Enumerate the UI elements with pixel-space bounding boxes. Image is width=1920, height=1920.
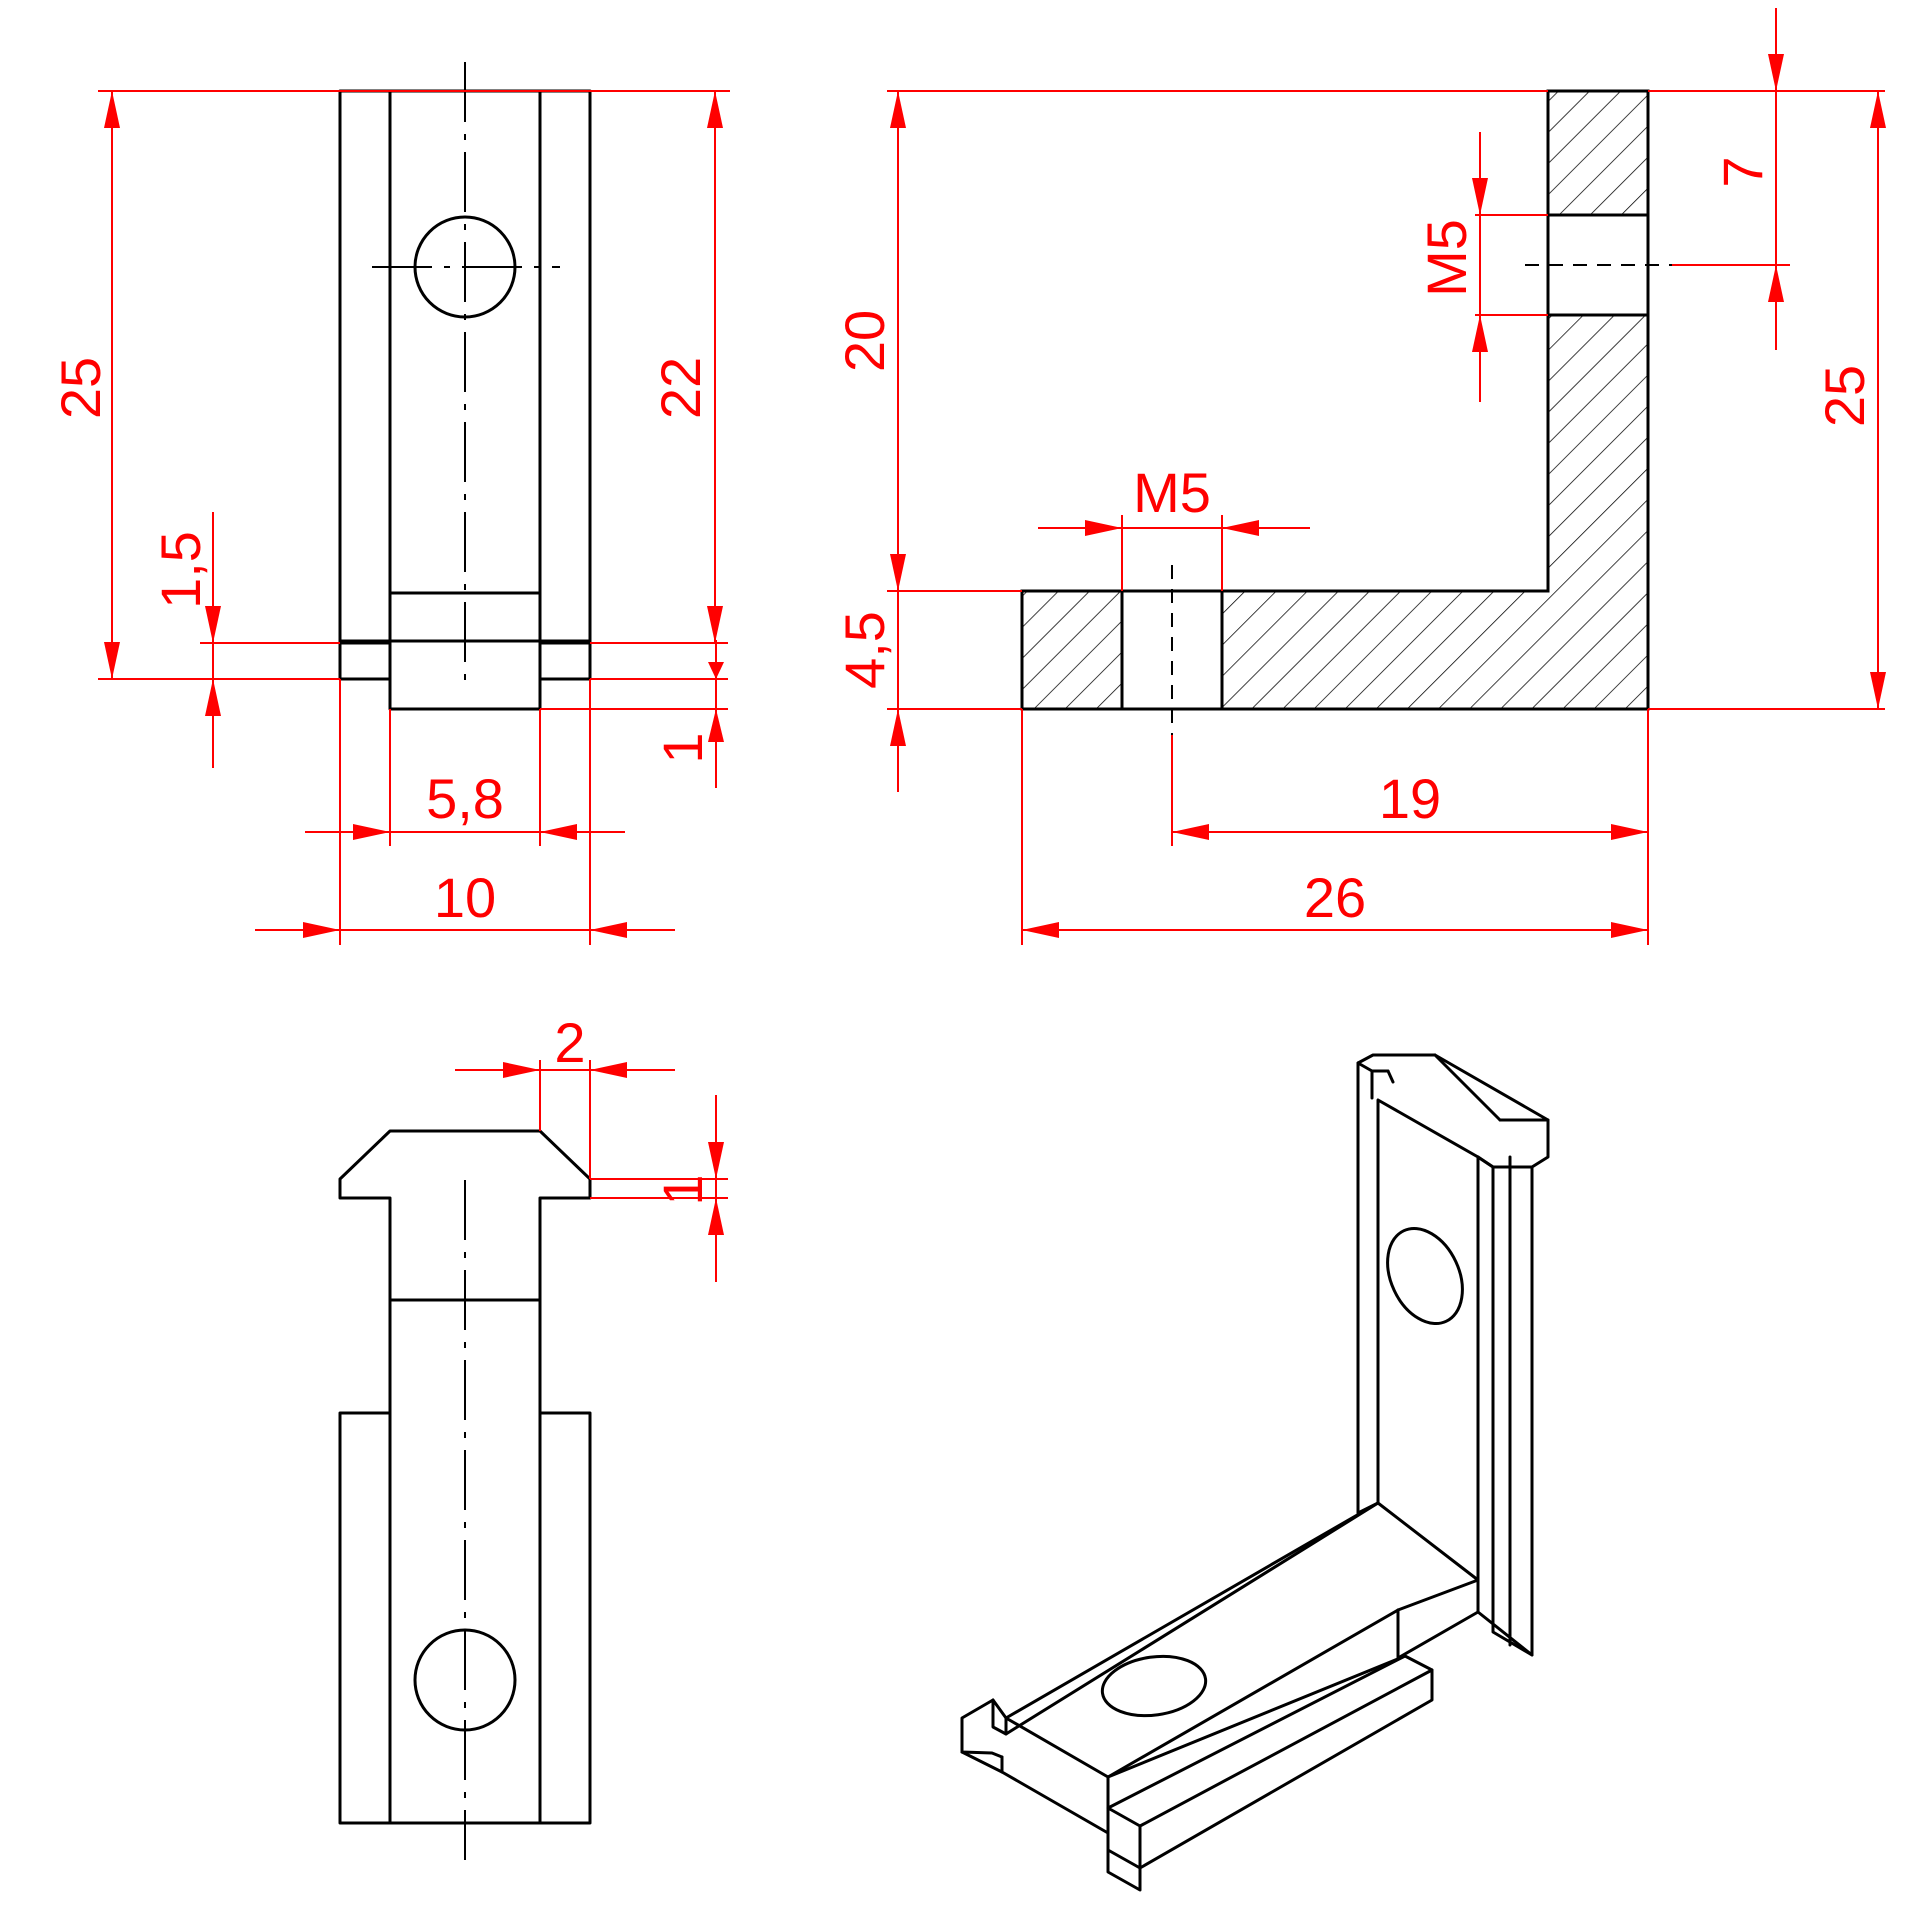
top-view: 2 1 (338, 1011, 728, 1860)
iso-horizontal-hole (1100, 1654, 1208, 1718)
dim-vertical-height: 20 (833, 310, 896, 372)
dim-height-inner: 22 (649, 357, 712, 419)
dim-total-height: 25 (1813, 365, 1876, 427)
top-view-dimensions: 2 1 (455, 1011, 728, 1282)
section-view: 20 4,5 M5 M5 7 25 19 26 (833, 8, 1886, 945)
iso-vertical-hole (1386, 1226, 1464, 1326)
front-view-dimensions: 25 22 1,5 1 5,8 10 (49, 90, 730, 945)
dim-base-thickness: 4,5 (833, 611, 896, 689)
dim-hole-distance: 19 (1379, 767, 1441, 830)
dim-bottom-lip: 1 (651, 732, 714, 763)
section-dimensions: 20 4,5 M5 M5 7 25 19 26 (833, 8, 1886, 945)
dim-thread-side: M5 (1415, 219, 1478, 297)
dim-hole-offset-top: 7 (1711, 156, 1774, 187)
section-centerlines (1171, 264, 1672, 735)
section-hatched-body (1020, 89, 1650, 711)
dim-total-length: 26 (1304, 866, 1366, 929)
dim-chamfer-width: 2 (554, 1011, 585, 1074)
dim-slot-width: 5,8 (426, 767, 504, 830)
front-view-centerlines (372, 62, 560, 690)
dim-width: 10 (434, 866, 496, 929)
dim-step-height: 1,5 (149, 531, 212, 609)
dim-thread-bottom: M5 (1133, 461, 1211, 524)
isometric-view (960, 1053, 1550, 1892)
dim-height-total: 25 (49, 357, 112, 419)
front-view: 25 22 1,5 1 5,8 10 (49, 62, 730, 945)
dim-chamfer-height: 1 (651, 1174, 714, 1205)
